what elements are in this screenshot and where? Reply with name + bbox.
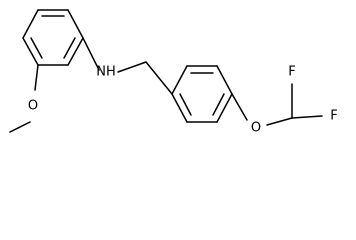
chemical-structure-canvas: NH O O F F [9,9,338,136]
methoxy-group [9,64,39,133]
difluoromethoxy-group [231,83,323,126]
amine-linker [82,37,173,95]
ether-oxygen-label: O [251,121,261,136]
amine-nh-label: NH [96,65,116,80]
fluorine-right-label: F [330,109,337,124]
molecule-drawing: NH O O F F [9,9,338,136]
methoxy-oxygen-label: O [28,99,38,114]
right-benzene-ring [171,65,233,123]
fluorine-top-label: F [288,65,295,80]
left-benzene-ring [22,9,84,66]
